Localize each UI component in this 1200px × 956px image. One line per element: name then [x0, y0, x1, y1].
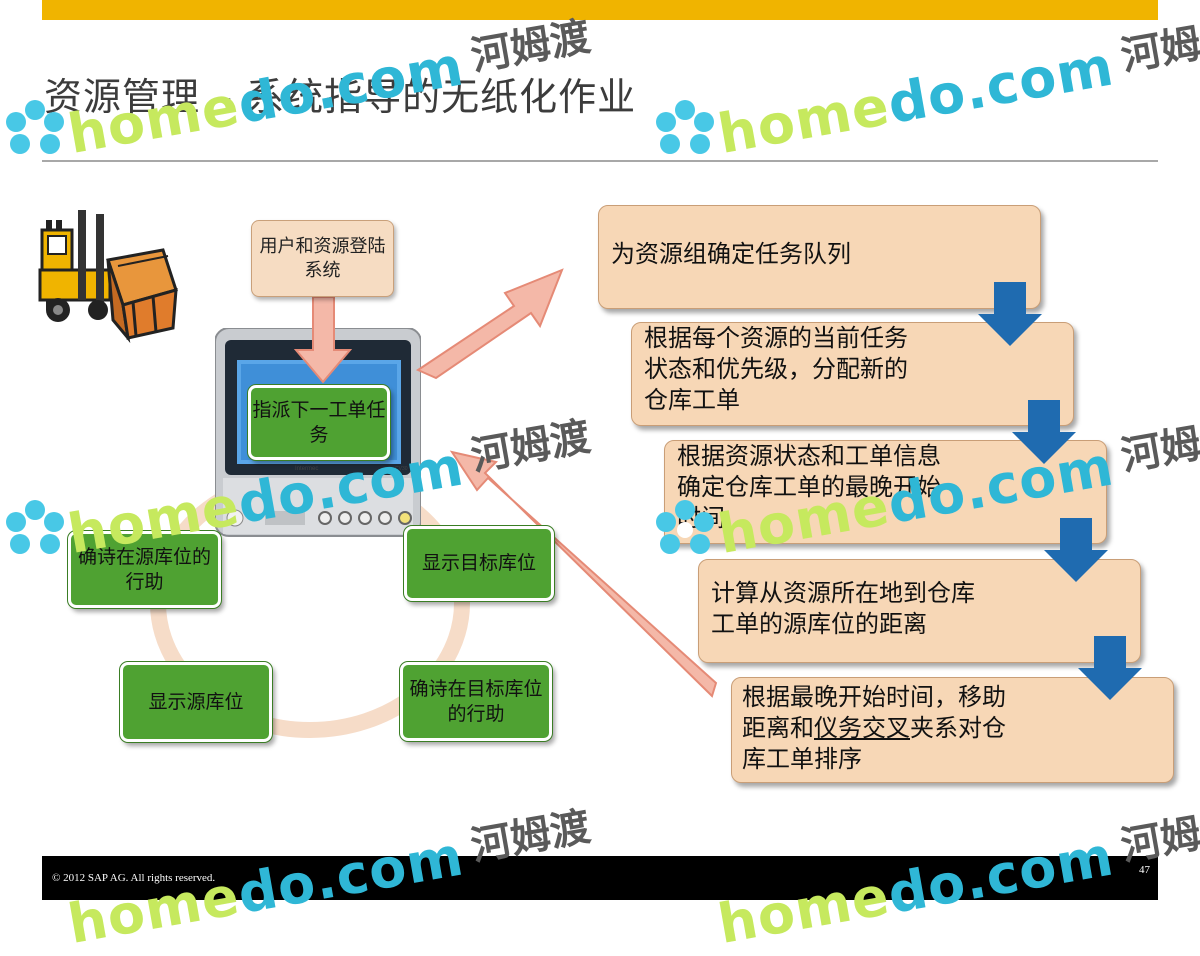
step-3-line-2: 确定仓库工单的最晚开始: [677, 473, 941, 502]
down-arrow-1: [978, 282, 1042, 346]
show-target-bin-box: 显示目标库位: [404, 526, 554, 601]
arrow-from-sort: [449, 450, 718, 698]
flow-arrows: [293, 268, 718, 698]
confirm-target-box: 确诗在目标库位的行助: [400, 662, 552, 741]
page-number: 47: [1139, 864, 1150, 876]
step-1-line-1: 为资源组确定任务队列: [611, 240, 851, 268]
down-arrow-2: [1012, 400, 1076, 464]
title-divider: [42, 160, 1158, 162]
confirm-source-box: 确诗在源库位的行助: [68, 531, 221, 608]
step-2-line-1: 根据每个资源的当前任务: [644, 324, 908, 352]
arrow-to-queue: [415, 268, 564, 380]
step-5-line-1: 根据最晚开始时间，移助: [742, 683, 1006, 711]
arrow-login-down: [293, 296, 353, 384]
step-2-line-2: 状态和优先级，分配新的: [644, 355, 908, 384]
step-5-line-2-post: 夹系对仓: [910, 714, 1006, 743]
top-accent-bar: [42, 0, 1158, 20]
assign-task-box: 指派下一工单任务: [248, 385, 390, 460]
step-2-box: 根据每个资源的当前任务 状态和优先级，分配新的 仓库工单: [631, 322, 1074, 426]
forklift-icon: [38, 210, 178, 344]
step-5-line-2-underlined: 仪务交叉: [814, 714, 910, 743]
step-down-arrows: [978, 282, 1142, 700]
footer-bar: © 2012 SAP AG. All rights reserved. 47: [42, 856, 1158, 900]
step-4-line-2: 工单的源库位的距离: [711, 610, 927, 639]
step-5-line-2-pre: 距离和: [742, 714, 814, 743]
step-3-line-1: 根据资源状态和工单信息: [677, 442, 941, 470]
step-5-line-2: 距离和仪务交叉夹系对仓: [742, 713, 1062, 744]
show-source-bin-box: 显示源库位: [120, 662, 272, 742]
copyright-text: © 2012 SAP AG. All rights reserved.: [52, 872, 216, 884]
step-4-box: 计算从资源所在地到仓库 工单的源库位的距离: [698, 559, 1141, 663]
step-4-line-1: 计算从资源所在地到仓库: [711, 579, 975, 607]
login-box: 用户和资源登陆系统: [251, 220, 394, 297]
step-5-line-3: 库工单排序: [742, 745, 862, 774]
down-arrow-3: [1044, 518, 1108, 582]
step-1-box: 为资源组确定任务队列: [598, 205, 1041, 309]
device-model-label: CV30: [395, 466, 408, 472]
slide-title: 资源管理 – 系统指导的无纸化作业: [44, 75, 637, 119]
step-5-box: 根据最晚开始时间，移助 距离和仪务交叉夹系对仓 库工单排序: [731, 677, 1174, 783]
down-arrow-4: [1078, 636, 1142, 700]
step-2-line-3: 仓库工单: [644, 386, 740, 415]
device-brand-label: Intermec: [295, 466, 319, 472]
